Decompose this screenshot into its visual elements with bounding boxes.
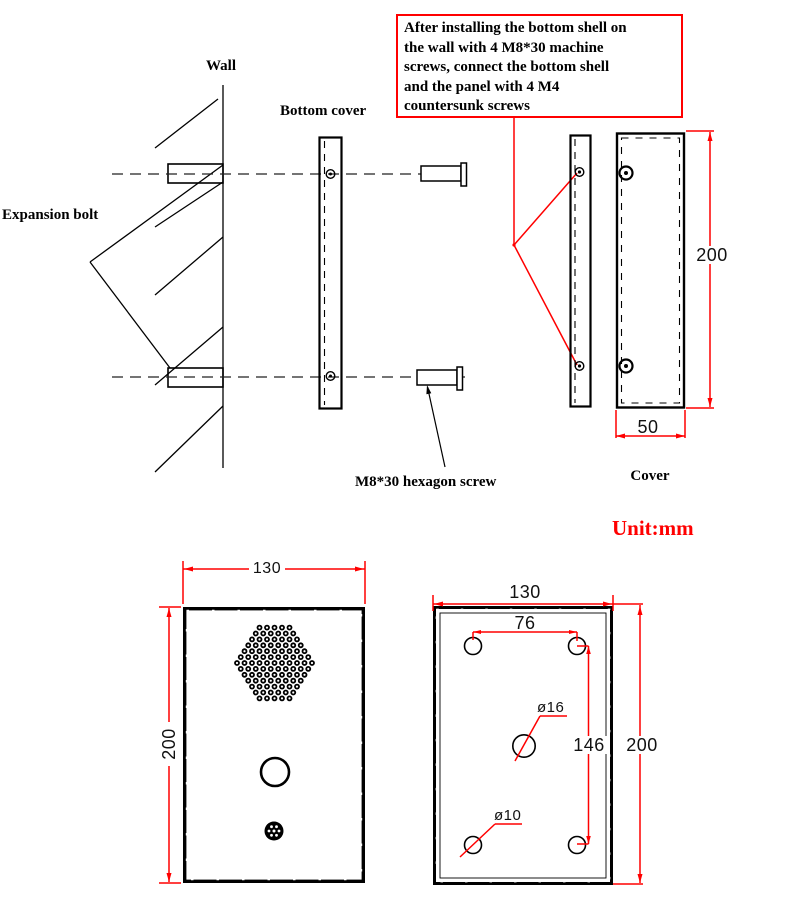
cover-front-view: [615, 132, 686, 409]
dim-rear-hole-spacing-y: 146: [571, 736, 607, 754]
note-line: the wall with 4 M8*30 machine: [404, 39, 604, 56]
mount-hole: [463, 835, 483, 855]
wall-section: [89, 85, 224, 473]
note-line: screws, connect the bottom shell: [404, 59, 610, 76]
expansion-bolt-leader: [89, 164, 224, 263]
bottom-cover-label: Bottom cover: [280, 103, 367, 119]
front-panel: [182, 607, 366, 884]
dim-cover-width: 50: [637, 417, 659, 437]
bottom-shell-side-view: [569, 134, 592, 408]
bottom-cover-side-view: [318, 136, 343, 410]
dim-center-hole: ø16: [537, 699, 565, 716]
dim-front-width: 130: [249, 561, 285, 577]
dim-rear-height: 200: [623, 736, 661, 754]
rear-dim-arrows: [434, 601, 643, 883]
speaker-grille: [234, 624, 315, 702]
dim-front-height: 200: [159, 722, 179, 766]
screw-hole: [325, 371, 336, 382]
cable-hole: [511, 733, 536, 758]
mount-hole: [567, 835, 587, 855]
screw-hole: [325, 168, 336, 179]
rear-panel: [433, 606, 613, 885]
dim-rear-width: 130: [509, 582, 541, 602]
hex-screw-label: M8*30 hexagon screw: [355, 474, 497, 490]
expansion-bolt-leader: [89, 261, 171, 369]
screw-body: [420, 165, 462, 182]
call-button: [259, 756, 291, 788]
cover-dimensions: [615, 130, 714, 438]
hatch-line: [154, 326, 224, 386]
note-leader: [512, 116, 578, 366]
wall-label: Wall: [205, 58, 236, 74]
screw-hole: [574, 361, 585, 372]
hex-screw-leader: [426, 385, 446, 468]
unit-label: Unit:mm: [612, 516, 694, 540]
screw-head: [456, 366, 464, 391]
installation-note: After installing the bottom shell on the…: [396, 14, 683, 118]
cover-label: Cover: [630, 468, 670, 484]
dim-mount-hole: ø10: [494, 807, 522, 824]
countersunk-hole: [618, 358, 634, 374]
note-line: countersunk screws: [404, 98, 530, 115]
dim-rear-hole-spacing-x: 76: [514, 613, 536, 633]
front-dim-arrows: [166, 566, 364, 882]
countersunk-hole: [618, 165, 634, 181]
note-line: and the panel with 4 M4: [404, 78, 560, 95]
mount-hole: [463, 636, 483, 656]
hatch-line: [154, 405, 224, 473]
centerlines: [112, 173, 470, 378]
screw-hole: [574, 166, 585, 177]
dim-cover-height: 200: [692, 246, 732, 264]
screw-body: [416, 369, 458, 386]
cover-dim-arrows: [616, 132, 713, 439]
screw-head: [460, 162, 468, 187]
hatch-line: [154, 98, 219, 149]
expansion-bolt-label: Expansion bolt: [2, 207, 99, 223]
hexagon-screws: [416, 162, 468, 391]
hatch-line: [154, 236, 224, 296]
note-line: After installing the bottom shell on: [404, 20, 627, 36]
microphone: [264, 821, 284, 841]
hatch-line: [154, 181, 224, 228]
